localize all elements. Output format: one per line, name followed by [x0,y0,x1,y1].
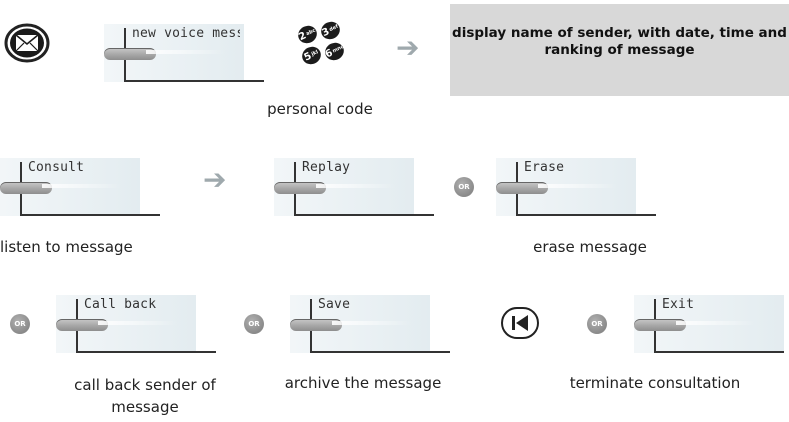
softkey-shine [332,321,412,325]
softkey-pill [104,48,156,60]
softkey-divider [20,162,22,184]
softkey-label: Save [318,297,351,312]
key-2[interactable]: 2abc [295,22,320,47]
softkey-pill [56,319,108,331]
back-button[interactable] [500,306,540,340]
softkey-label: Consult [28,160,85,175]
softkey-underline [310,351,450,353]
or-badge: OR [10,314,30,334]
softkey-exit[interactable]: Exit [634,295,784,353]
skip-back-icon [501,307,539,339]
softkey-underline [516,214,656,216]
display-box-text: display name of sender, with date, time … [452,25,787,58]
caption-call-back: call back sender of message [50,374,240,418]
softkey-divider [124,28,126,50]
softkey-label: Replay [302,160,351,175]
caption-personal-code: personal code [267,100,373,118]
softkey-pill [274,182,326,194]
softkey-underline [654,351,784,353]
mail-button[interactable] [4,22,50,64]
softkey-pill [0,182,52,194]
caption-terminate: terminate consultation [569,374,741,392]
caption-call-back-line2: message [111,398,179,416]
softkey-divider [516,162,518,184]
caption-archive: archive the message [284,374,442,392]
softkey-divider [76,327,78,351]
softkey-save[interactable]: Save [290,295,450,353]
softkey-label: Exit [662,297,695,312]
softkey-shine [98,321,178,325]
key-5[interactable]: 5jkl [299,43,324,68]
softkey-underline [20,214,160,216]
right-arrow-icon: ➔ [203,163,227,196]
softkey-consult[interactable]: Consult [0,158,160,216]
softkey-underline [294,214,434,216]
softkey-divider [310,299,312,321]
key-letters: def [328,23,340,34]
softkey-underline [124,80,264,82]
softkey-divider [76,299,78,321]
softkey-shine [42,184,122,188]
softkey-call-back[interactable]: Call back [56,295,216,353]
key-6[interactable]: 6mno [322,39,347,64]
or-badge: OR [587,314,607,334]
softkey-label: Erase [524,160,565,175]
softkey-shine [676,321,756,325]
softkey-divider [20,190,22,214]
caption-call-back-line1: call back sender of [74,376,216,394]
softkey-replay[interactable]: Replay [274,158,434,216]
key-letters: jkl [310,49,320,58]
key-letters: abc [305,27,317,38]
softkey-divider [124,56,126,80]
softkey-divider [294,190,296,214]
softkey-pill [290,319,342,331]
softkey-shine [538,184,618,188]
softkey-divider [654,299,656,321]
envelope-icon [4,23,50,63]
or-badge: OR [244,314,264,334]
softkey-shine [146,50,226,54]
display-box: display name of sender, with date, time … [450,4,789,96]
softkey-pill [634,319,686,331]
key-3[interactable]: 3def [318,18,343,43]
softkey-new-voice-message[interactable]: new voice mess [104,24,264,82]
softkey-divider [654,327,656,351]
caption-listen: listen to message [0,238,133,256]
softkey-pill [496,182,548,194]
caption-erase: erase message [533,238,647,256]
softkey-erase[interactable]: Erase [496,158,656,216]
softkey-shine [316,184,396,188]
softkey-divider [516,190,518,214]
or-badge: OR [454,177,474,197]
softkey-underline [76,351,216,353]
softkey-label: new voice mess [132,26,240,41]
softkey-divider [310,327,312,351]
key-letters: mno [331,43,346,55]
keypad[interactable]: 2abc 3def 5jkl 6mno [295,18,347,70]
softkey-divider [294,162,296,184]
softkey-label: Call back [84,297,157,312]
right-arrow-icon: ➔ [396,31,420,64]
